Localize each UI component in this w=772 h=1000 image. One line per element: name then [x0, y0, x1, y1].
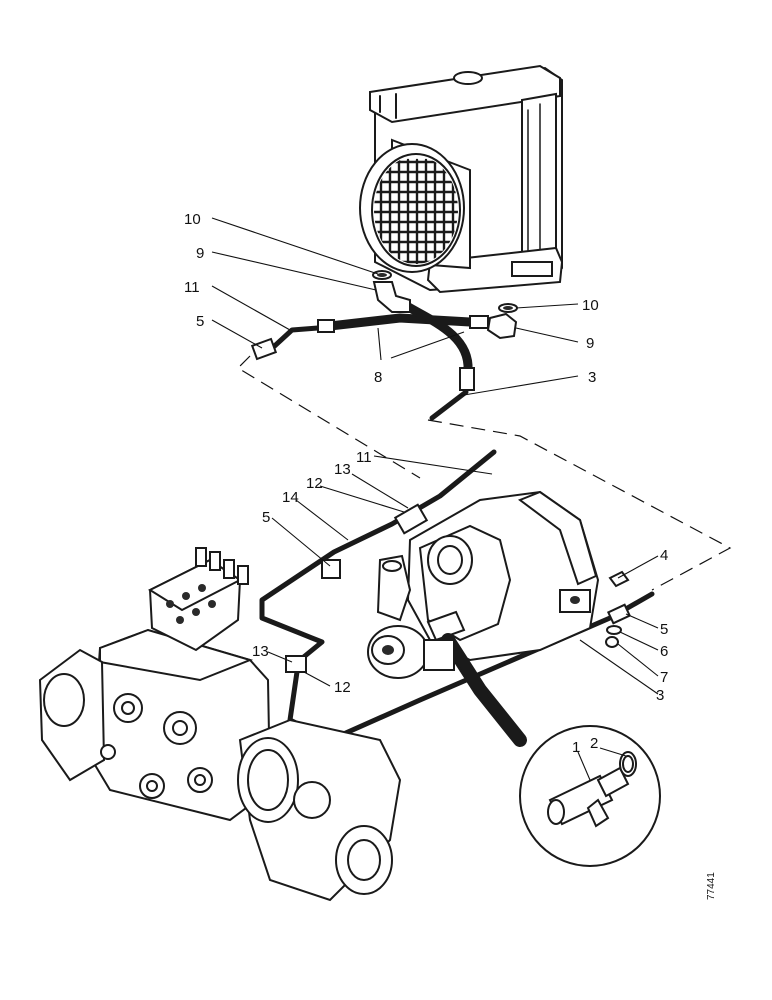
callout-9-upper-right: 9 — [586, 335, 594, 352]
leader-lines — [211, 217, 659, 781]
callout-13-lower-top: 13 — [334, 461, 351, 478]
callout-10-upper-left: 10 — [184, 211, 201, 228]
callout-labels: 10 9 11 5 8 10 9 3 11 13 12 14 5 13 12 4… — [184, 211, 717, 900]
callout-4-bolt: 4 — [660, 547, 668, 564]
callout-12-lower-bottom: 12 — [334, 679, 351, 696]
callout-1-tee: 1 — [572, 739, 580, 756]
transmission-housing — [376, 490, 600, 747]
lower-pipe-run — [259, 449, 655, 743]
callout-11-upper: 11 — [184, 279, 200, 296]
upper-hose-assembly — [250, 270, 518, 421]
figure-reference-number: 77441 — [706, 872, 717, 900]
gearbox-axle — [38, 547, 402, 902]
callout-3-upper: 3 — [588, 369, 596, 386]
fan-guard-mesh — [374, 156, 458, 264]
gearbox-bolts — [100, 693, 213, 799]
callout-10-upper-right: 10 — [582, 297, 599, 314]
callout-7-nut: 7 — [660, 669, 668, 686]
hydraulic-pump — [367, 625, 455, 679]
callout-13-lower-bottom: 13 — [252, 643, 269, 660]
callout-5-lower-right: 5 — [660, 621, 668, 638]
callout-14-pipe: 14 — [282, 489, 299, 506]
inset-tee-fitting — [519, 725, 661, 867]
callout-3-lower: 3 — [656, 687, 664, 704]
callout-9-upper-left: 9 — [196, 245, 204, 262]
radiator-assembly — [359, 64, 564, 294]
callout-2-seal: 2 — [590, 735, 598, 752]
callout-12-lower-top: 12 — [306, 475, 323, 492]
callout-5-upper: 5 — [196, 313, 204, 330]
dashed-reference-lines — [237, 355, 732, 591]
callout-11-lower: 11 — [356, 449, 372, 466]
callout-6-washer: 6 — [660, 643, 668, 660]
valve-spools — [166, 547, 249, 624]
callout-8-hose: 8 — [374, 369, 382, 386]
callout-5-lower-left: 5 — [262, 509, 270, 526]
